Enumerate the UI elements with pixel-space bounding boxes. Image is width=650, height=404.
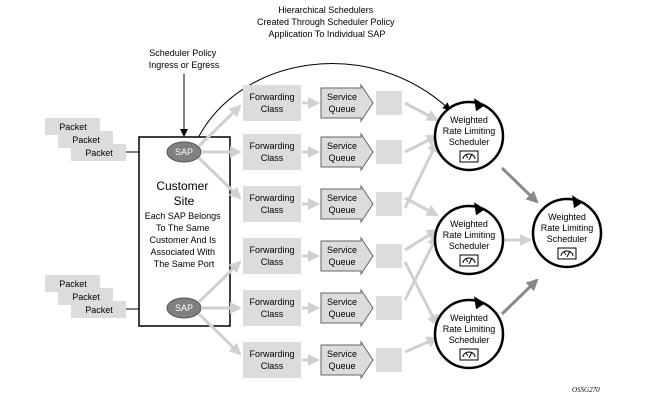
forwarding-class-box	[243, 186, 301, 222]
customer-site-title: Customer Site	[156, 179, 211, 208]
diagram-title: Hierarchical Schedulers Created Through …	[257, 5, 397, 39]
queue-slot	[376, 192, 402, 216]
scheduler-ring	[433, 298, 505, 370]
scheduler-ring-arrowhead	[474, 296, 486, 310]
packet-box	[58, 288, 113, 305]
customer-site-description: Each SAP Belongs To The Same Customer An…	[145, 211, 223, 269]
queue-slot	[376, 348, 402, 372]
forwarding-class-box	[243, 134, 301, 170]
figure-tag: OSSG270	[572, 386, 600, 394]
service-queue-shape	[320, 340, 374, 380]
packet-label: Packet	[85, 148, 113, 158]
packet-box	[45, 118, 100, 135]
packet-box	[71, 144, 126, 161]
scheduler-to-parent-arrow	[500, 166, 539, 204]
packet-box	[71, 301, 126, 318]
customer-site-box	[138, 136, 231, 327]
scheduler-ring-arrowhead	[474, 98, 486, 112]
forwarding-class-box	[243, 238, 301, 274]
forwarding-class-box	[243, 342, 301, 378]
sap-top: SAP	[166, 141, 202, 163]
packet-group-bottom: Packet Packet Packet	[45, 275, 126, 318]
service-queue-shape	[320, 132, 374, 172]
scheduler-ring	[433, 204, 505, 276]
scheduler-ring-arrowhead	[572, 195, 584, 209]
queue-slot	[376, 244, 402, 268]
scheduler-ring	[433, 100, 505, 172]
packet-label: Packet	[85, 305, 113, 315]
hierarchy-curve-arrow	[196, 63, 451, 141]
scheduler-policy-label: Scheduler Policy Ingress or Egress	[149, 48, 220, 70]
queue-to-scheduler-arrows	[403, 101, 439, 354]
sap-label: SAP	[175, 147, 193, 157]
scheduler-to-parent-arrow	[500, 278, 539, 316]
scheduler-ring-arrowhead	[474, 202, 486, 216]
service-queue-shape	[320, 83, 374, 123]
forwarding-class-box	[243, 85, 301, 121]
packet-label: Packet	[72, 135, 100, 145]
gauge-icon	[459, 348, 479, 361]
queue-slot	[376, 296, 402, 320]
packet-group-top: Packet Packet Packet	[45, 118, 126, 161]
queue-slot	[376, 140, 402, 164]
forwarding-class-box	[243, 290, 301, 326]
service-queue-shape	[320, 184, 374, 224]
sap-label: SAP	[175, 303, 193, 313]
packet-label: Packet	[72, 292, 100, 302]
sap-to-fc-arrows	[197, 104, 242, 356]
queue-slot	[376, 91, 402, 115]
packet-label: Packet	[59, 279, 87, 289]
packet-label: Packet	[59, 122, 87, 132]
gauge-icon	[459, 150, 479, 163]
sap-bottom: SAP	[166, 297, 202, 319]
packet-box	[58, 131, 113, 148]
gauge-icon	[459, 254, 479, 267]
packet-box	[45, 275, 100, 292]
service-queue-shape	[320, 288, 374, 328]
scheduler-ring	[531, 197, 603, 269]
gauge-icon	[557, 247, 577, 260]
service-queue-shape	[320, 236, 374, 276]
